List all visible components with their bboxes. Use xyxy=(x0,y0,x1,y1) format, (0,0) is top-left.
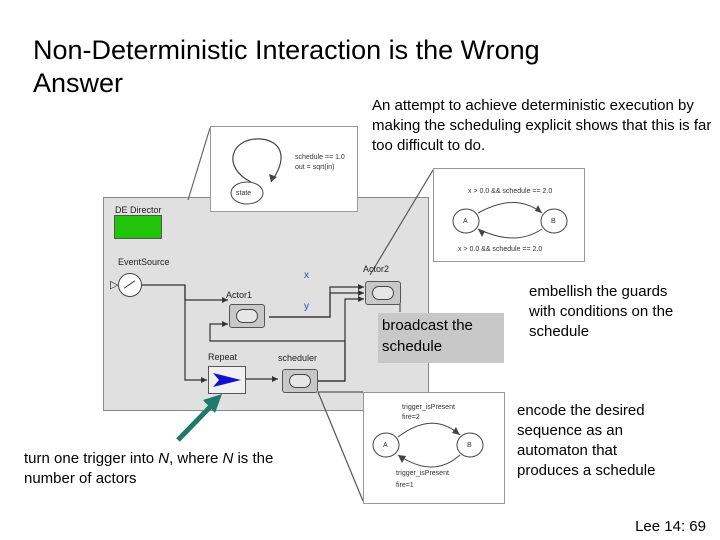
director-icon[interactable] xyxy=(114,215,162,239)
guard-fsm-graph xyxy=(452,202,568,239)
left-note-n1: N xyxy=(158,450,170,467)
left-note-text-1: turn one trigger into xyxy=(24,450,159,467)
repeat-icon[interactable] xyxy=(208,366,246,394)
embellish-note: embellish the guards with conditions on … xyxy=(529,283,674,340)
intro-note: An attempt to achieve deterministic exec… xyxy=(372,97,712,154)
state-guard-1: schedule == 1.0 xyxy=(295,154,345,161)
slide-title: Non-Deterministic Interaction is the Wro… xyxy=(33,35,540,98)
slide-footer: Lee 14: 69 xyxy=(635,518,706,535)
state-machine-box: state schedule == 1.0 out = sqrt(in) xyxy=(210,126,358,212)
left-note-n2: N xyxy=(222,450,234,467)
event-source-label: EventSource xyxy=(118,257,170,267)
input-port-icon: ▷ xyxy=(110,279,119,291)
self-loop-icon xyxy=(230,138,282,205)
schedule-fsm-box: trigger_isPresent fire=2 trigger_isPrese… xyxy=(363,392,505,504)
scheduler-label: scheduler xyxy=(278,353,318,363)
left-note-text-3: is the number of actors xyxy=(24,450,274,487)
highlight-arrow xyxy=(176,394,222,442)
port-x-label: x xyxy=(304,270,309,281)
broadcast-callout: broadcast the schedule xyxy=(378,313,504,363)
port-y-label: y xyxy=(304,301,309,312)
state-label: state xyxy=(236,190,252,197)
sched-bottom-action: fire=1 xyxy=(396,482,414,489)
guard-fsm-box: x > 0.0 && schedule == 2.0 x > 0.0 && sc… xyxy=(433,168,585,262)
actor2-label: Actor2 xyxy=(363,264,390,274)
sched-top-guard: trigger_isPresent xyxy=(402,404,455,411)
sched-state-b: B xyxy=(467,442,472,449)
actor1-label: Actor1 xyxy=(226,290,253,300)
state-guard-2: out = sqrt(in) xyxy=(295,164,335,171)
director-label: DE Director xyxy=(115,205,162,215)
actor1-icon[interactable] xyxy=(229,304,265,328)
left-note-text-2: , where xyxy=(169,450,223,467)
fsm-top-guard: x > 0.0 && schedule == 2.0 xyxy=(468,188,553,195)
repeat-label: Repeat xyxy=(208,352,238,362)
repeat-arrow-icon xyxy=(213,373,241,387)
left-note: turn one trigger into N, where N is the … xyxy=(24,449,314,489)
actor2-icon[interactable] xyxy=(365,281,401,305)
fsm-state-b: B xyxy=(551,218,556,225)
scheduler-icon[interactable] xyxy=(282,369,318,393)
schedule-fsm-graph xyxy=(372,422,484,468)
sched-top-action: fire=2 xyxy=(402,414,420,421)
fsm-bottom-guard: x > 0.0 && schedule == 2.0 xyxy=(458,246,543,253)
sched-state-a: A xyxy=(383,442,388,449)
sched-bottom-guard: trigger_isPresent xyxy=(396,470,449,477)
encode-note: encode the desired sequence as an automa… xyxy=(517,402,656,479)
fsm-state-a: A xyxy=(463,218,468,225)
event-source-icon[interactable] xyxy=(118,273,142,297)
